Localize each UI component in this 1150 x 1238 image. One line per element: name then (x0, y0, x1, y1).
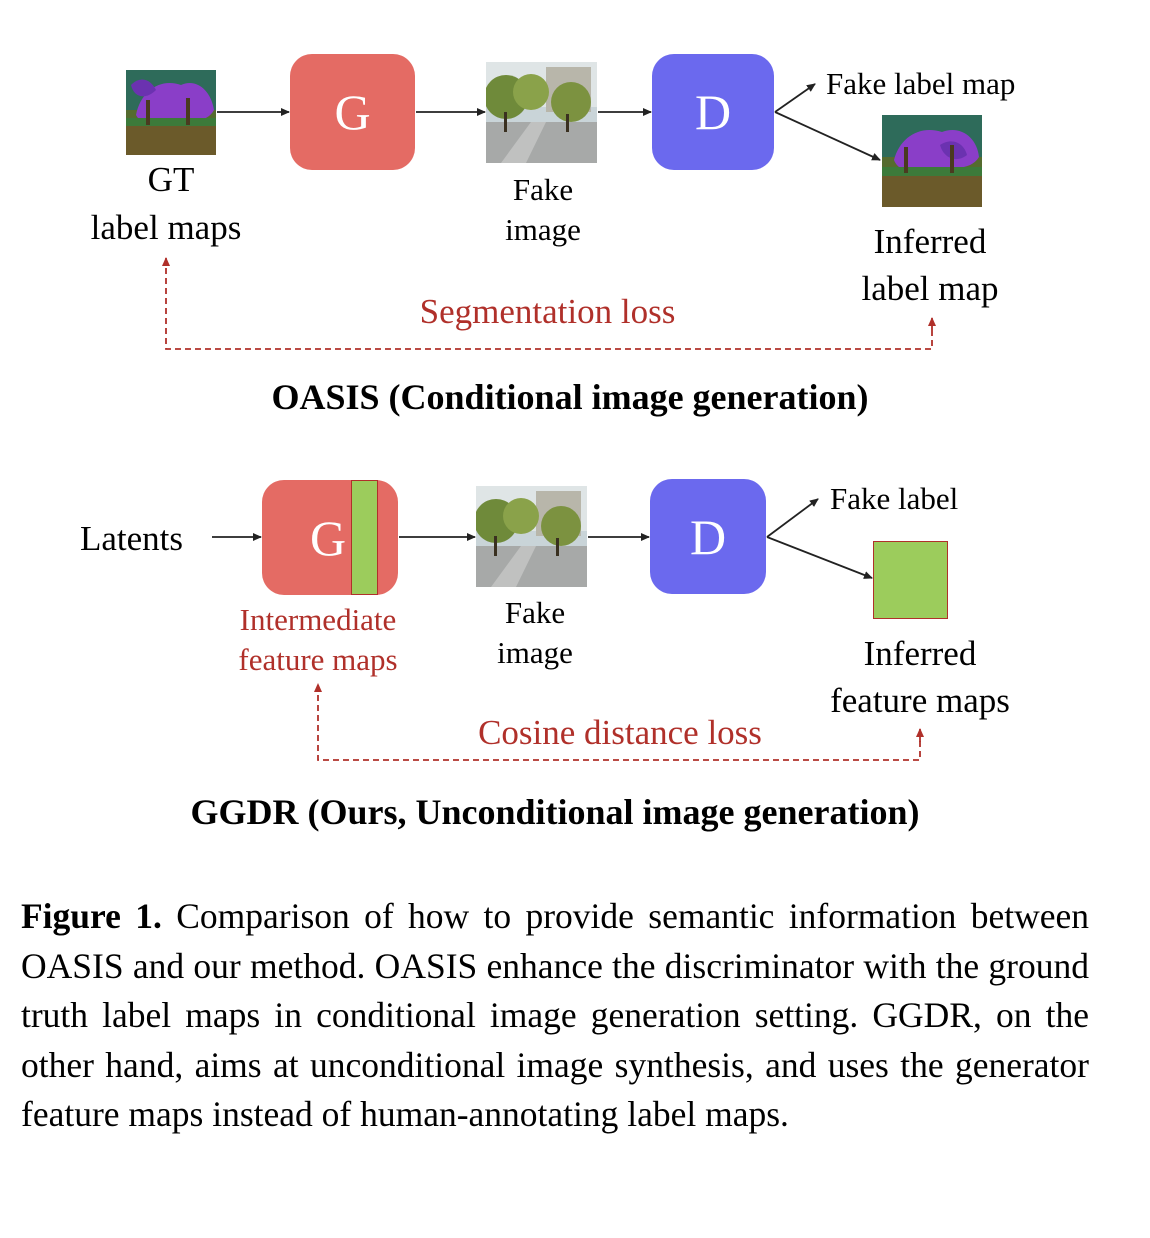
figure-caption: Figure 1. Comparison of how to provide s… (21, 892, 1089, 1140)
latents-label: Latents (80, 519, 184, 558)
gt-label: GT (147, 160, 195, 199)
oasis-fake-image-line2: image (505, 212, 581, 247)
cosine-loss-path (314, 683, 921, 761)
gt-label-line2: label maps (90, 208, 242, 247)
oasis-fake-image-line1: Fake (512, 172, 574, 207)
figure-caption-text: Comparison of how to provide semantic in… (21, 896, 1089, 1134)
ggdr-fake-image (476, 486, 587, 587)
cosine-loss-label: Cosine distance loss (478, 713, 762, 752)
inferred-feature-map-box (873, 541, 948, 619)
ggdr-fake-image-line1: Fake (504, 595, 566, 630)
ggdr-fake-label: Fake label (830, 481, 959, 516)
ggdr-inferred-line1: Inferred (863, 634, 977, 673)
oasis-discriminator-label: D (694, 84, 732, 140)
oasis-fake-label-map: Fake label map (826, 66, 1016, 101)
oasis-title: OASIS (Conditional image generation) (271, 377, 869, 417)
inferred-label-map-image (882, 115, 982, 207)
ggdr-fake-image-line2: image (497, 635, 573, 670)
figure-caption-label: Figure 1. (21, 896, 162, 936)
arrow-d-to-inferred-feature (766, 536, 873, 579)
oasis-fake-image (486, 62, 597, 163)
arrow-d-to-fake-label (766, 498, 819, 538)
oasis-inferred-line2: label map (861, 269, 999, 308)
gt-label-map-image (126, 70, 216, 155)
intermediate-line1: Intermediate (239, 602, 397, 637)
arrow-d-to-inferred (774, 111, 881, 161)
intermediate-feature-strip (351, 480, 378, 595)
oasis-generator-label: G (334, 84, 371, 140)
ggdr-generator-label: G (310, 509, 347, 566)
ggdr-discriminator-block: D (650, 479, 766, 594)
ggdr-inferred-line2: feature maps (830, 681, 1010, 720)
arrow-d-to-fake-label-map (774, 83, 816, 113)
segmentation-loss-path (162, 257, 933, 350)
oasis-discriminator-block: D (652, 54, 774, 170)
segmentation-loss-label: Segmentation loss (419, 292, 676, 331)
ggdr-discriminator-label: D (689, 508, 727, 565)
ggdr-title: GGDR (Ours, Unconditional image generati… (190, 792, 920, 832)
oasis-generator-block: G (290, 54, 415, 170)
oasis-inferred-line1: Inferred (873, 222, 987, 261)
intermediate-line2: feature maps (238, 642, 398, 677)
